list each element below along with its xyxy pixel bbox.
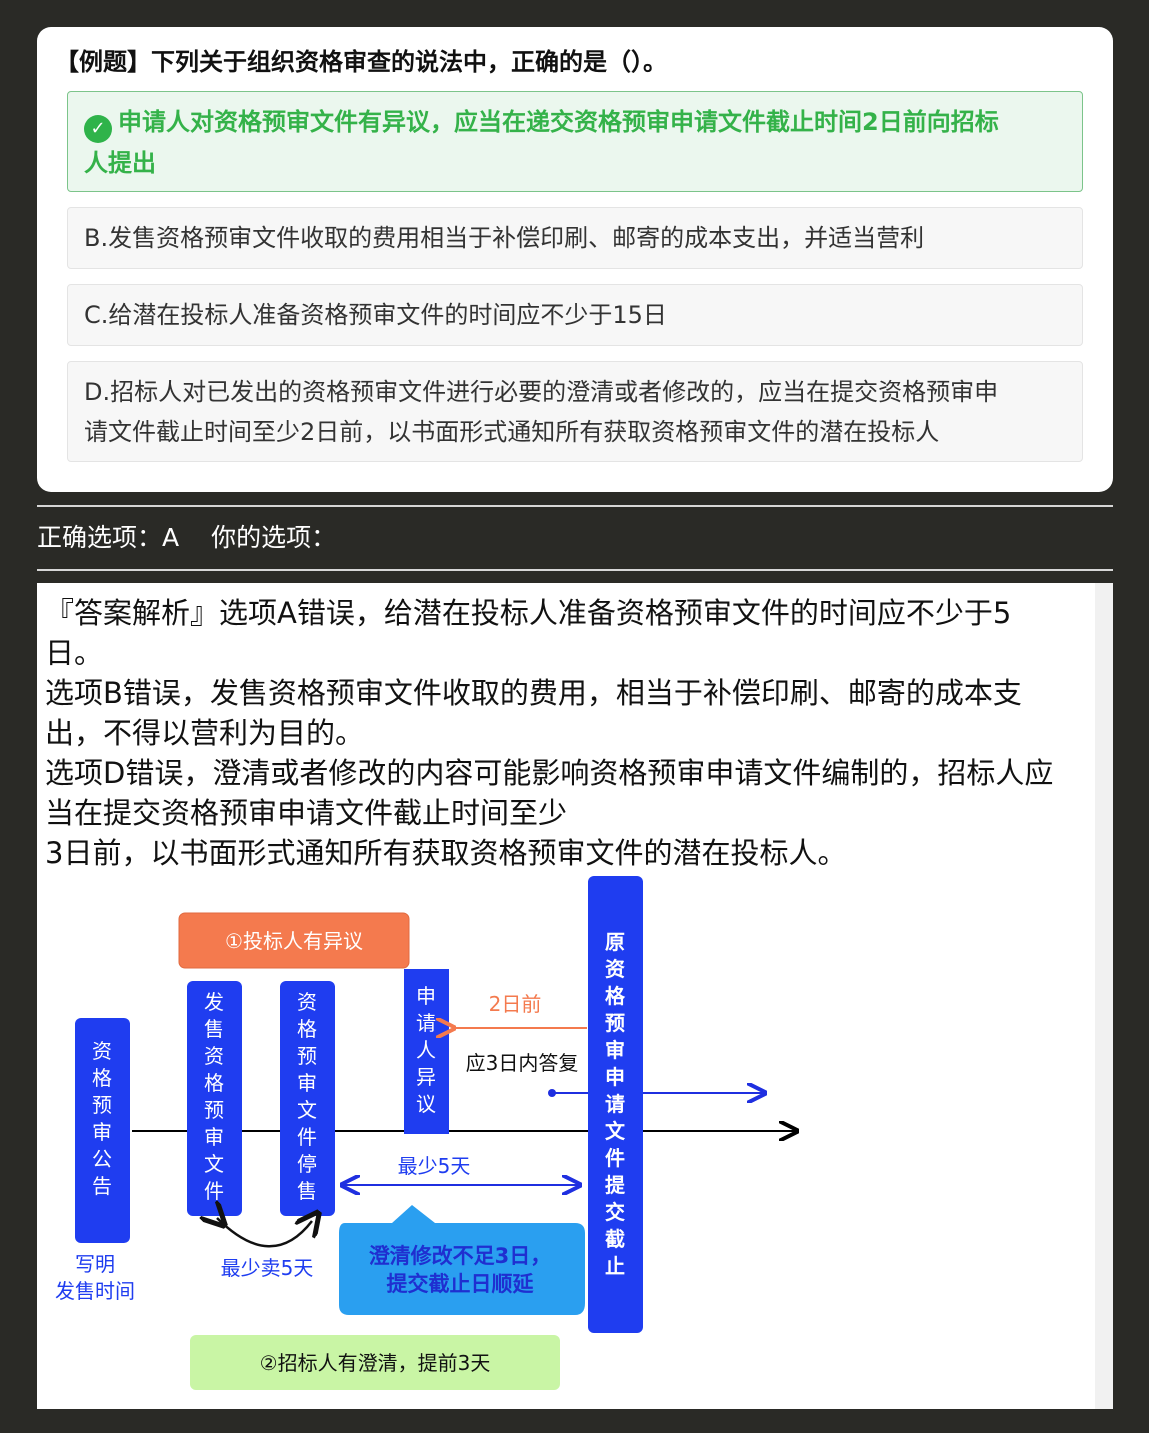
- question-card: 【例题】下列关于组织资格审查的说法中，正确的是（）。 ✓申请人对资格预审文件有异…: [37, 27, 1113, 492]
- clarify-box: [190, 1335, 560, 1390]
- divider-top: [37, 505, 1113, 507]
- option-c[interactable]: C.给潜在投标人准备资格预审文件的时间应不少于15日: [67, 284, 1083, 346]
- analysis-line: 选项B错误，发售资格预审文件收取的费用，相当于补偿印刷、邮寄的成本支: [45, 676, 1022, 710]
- analysis-text: 『答案解析』选项A错误，给潜在投标人准备资格预审文件的时间应不少于5 日。 选项…: [45, 593, 1090, 873]
- analysis-line: 选项D错误，澄清或者修改的内容可能影响资格预审申请文件编制的，招标人应: [45, 756, 1054, 790]
- col-announcement-text: 资格预审公告: [92, 1039, 112, 1198]
- note-write-2: 发售时间: [55, 1279, 135, 1303]
- analysis-line: 当在提交资格预审申请文件截止时间至少: [45, 796, 568, 830]
- option-a-line1: 申请人对资格预审文件有异议，应当在递交资格预审申请文件截止时间2日前向招标: [118, 108, 999, 136]
- analysis-line: 出，不得以营利为目的。: [45, 716, 365, 750]
- col-sell-text: 发售资格预审文件: [204, 990, 224, 1203]
- option-c-text: C.给潜在投标人准备资格预审文件的时间应不少于15日: [84, 301, 667, 329]
- callout-bubble: [339, 1205, 585, 1315]
- callout-line2: 提交截止日顺延: [387, 1272, 535, 1296]
- analysis-panel: 『答案解析』选项A错误，给潜在投标人准备资格预审文件的时间应不少于5 日。 选项…: [37, 583, 1095, 1409]
- col-deadline: [588, 876, 643, 1333]
- timeline-diagram: ①投标人有异议 资格预审公告 写明 发售时间 发售资格预审文件 资格预审文件停售…: [55, 876, 1095, 1390]
- answer-result: 正确选项：A 你的选项：: [37, 520, 342, 556]
- col-deadline-text: 原资格预审申请文件提交截止: [605, 930, 626, 1278]
- option-b-text: B.发售资格预审文件收取的费用相当于补偿印刷、邮寄的成本支出，并适当营利: [84, 224, 925, 252]
- analysis-line: 3日前，以书面形式通知所有获取资格预审文件的潜在投标人。: [45, 836, 847, 870]
- option-a-correct[interactable]: ✓申请人对资格预审文件有异议，应当在递交资格预审申请文件截止时间2日前向招标 人…: [67, 91, 1083, 192]
- check-icon: ✓: [84, 115, 112, 143]
- label-min5: 最少5天: [398, 1154, 471, 1178]
- col-applicant-text: 申请人异议: [416, 984, 436, 1116]
- sell-duration-curve: [217, 1218, 312, 1248]
- label-3days-reply: 应3日内答复: [466, 1051, 579, 1075]
- option-a-line2: 人提出: [84, 149, 156, 177]
- col-applicant: [404, 969, 449, 1134]
- analysis-scrollbar[interactable]: [1095, 583, 1113, 1409]
- col-stop: [280, 981, 335, 1216]
- option-d-line2: 请文件截止时间至少2日前，以书面形式通知所有获取资格预审文件的潜在投标人: [84, 418, 940, 446]
- col-sell: [187, 981, 242, 1216]
- note-write-1: 写明: [75, 1252, 115, 1276]
- question-title: 【例题】下列关于组织资格审查的说法中，正确的是（）。: [55, 48, 667, 76]
- objection-box: [178, 912, 410, 969]
- option-b[interactable]: B.发售资格预审文件收取的费用相当于补偿印刷、邮寄的成本支出，并适当营利: [67, 207, 1083, 269]
- correct-option-label: 正确选项：A: [37, 523, 180, 552]
- analysis-line: 日。: [45, 636, 104, 670]
- option-d-line1: D.招标人对已发出的资格预审文件进行必要的澄清或者修改的，应当在提交资格预审申: [84, 378, 999, 406]
- col-stop-text: 资格预审文件停售: [297, 990, 317, 1203]
- objection-box-label: ①投标人有异议: [225, 929, 363, 953]
- clarify-box-label: ②招标人有澄清，提前3天: [260, 1351, 491, 1375]
- label-sell5: 最少卖5天: [221, 1256, 314, 1280]
- analysis-line: 『答案解析』选项A错误，给潜在投标人准备资格预审文件的时间应不少于5: [45, 596, 1012, 630]
- callout-line1: 澄清修改不足3日，: [369, 1244, 552, 1268]
- divider-bottom: [37, 569, 1113, 571]
- your-option-label: 你的选项：: [211, 523, 337, 552]
- label-2days: 2日前: [489, 992, 542, 1016]
- col-announcement: [75, 1018, 130, 1243]
- option-d[interactable]: D.招标人对已发出的资格预审文件进行必要的澄清或者修改的，应当在提交资格预审申 …: [67, 361, 1083, 462]
